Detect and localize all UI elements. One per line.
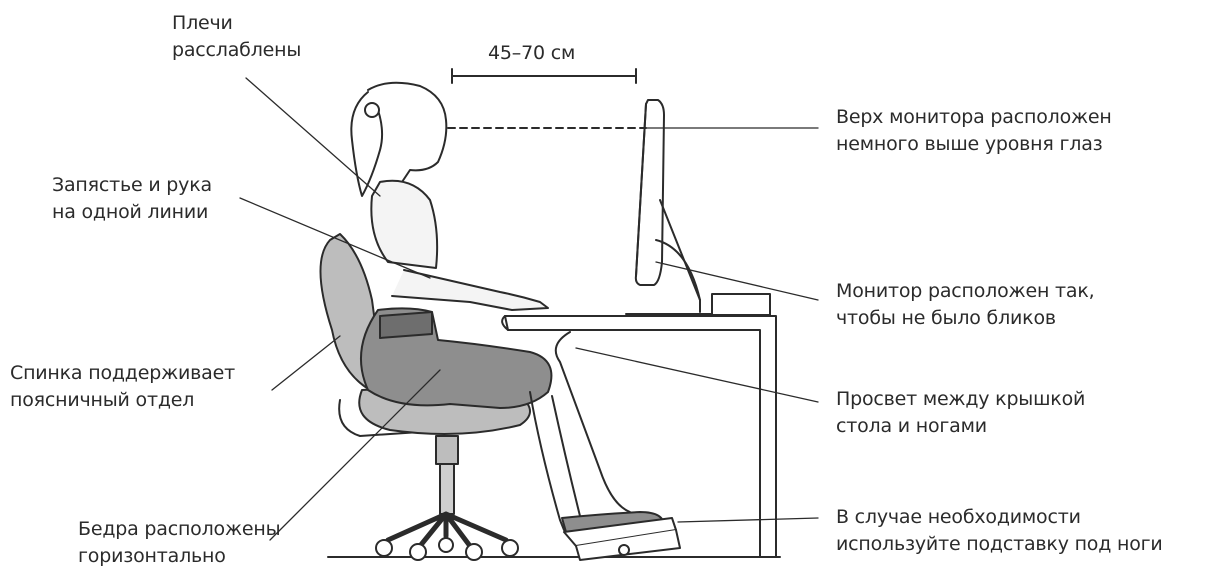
- label-clearance: Просвет между крышкой стола и ногами: [836, 388, 1086, 437]
- leader-shoulders: [245, 77, 381, 197]
- label-monitor-top: Верх монитора расположен немного выше ур…: [836, 106, 1112, 155]
- leader-clearance: [575, 347, 819, 403]
- footrest: [563, 517, 681, 561]
- label-wrist: Запястье и рука на одной линии: [52, 174, 212, 223]
- monitor: [625, 99, 717, 315]
- leader-wrist: [239, 197, 431, 279]
- seated-woman: [350, 81, 665, 533]
- distance-label: 45–70 см: [488, 42, 576, 64]
- leader-lines: [239, 77, 819, 541]
- leader-monitor-glare: [655, 261, 819, 301]
- label-shoulders: Плечи расслаблены: [172, 12, 302, 61]
- leader-thighs: [269, 369, 441, 541]
- leader-footrest: [677, 517, 819, 523]
- label-thighs: Бедра расположены горизонтально: [78, 518, 281, 567]
- leader-back: [271, 335, 341, 391]
- distance-dimension: [451, 68, 637, 84]
- cable: [554, 331, 631, 513]
- label-back: Спинка поддерживает поясничный отдел: [10, 362, 235, 411]
- desk: [501, 315, 777, 557]
- label-monitor-glare: Монитор расположен так, чтобы не было бл…: [836, 280, 1095, 329]
- label-footrest: В случае необходимости используйте подст…: [836, 506, 1163, 555]
- desk-box: [711, 293, 771, 316]
